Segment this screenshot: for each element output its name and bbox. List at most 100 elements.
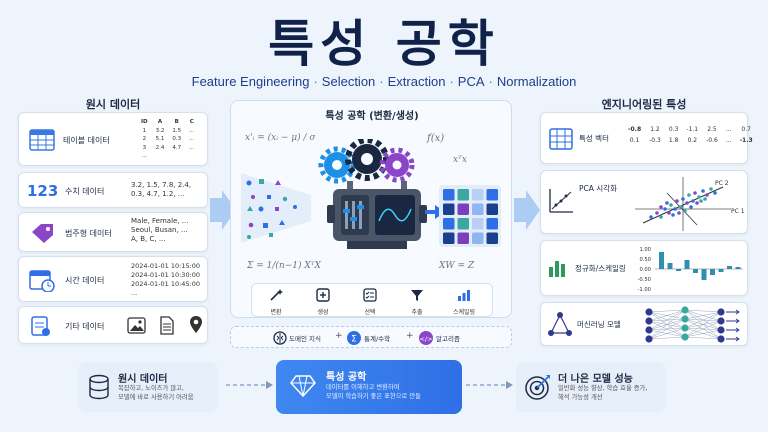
grid-cell bbox=[443, 232, 455, 244]
grid-icon bbox=[549, 128, 573, 150]
nn-output-arrow bbox=[726, 318, 740, 324]
scaling-bar bbox=[727, 266, 732, 269]
knowledge-row: 도메인 지식 + Σ 통계/수학 + </> 알고리즘 bbox=[230, 326, 512, 348]
nn-node bbox=[681, 324, 689, 332]
scaling-bar bbox=[701, 269, 707, 280]
feature-engineering-panel: 특성 공학 (변환/생성) x'ᵢ = (xᵢ − μ) / σ f(x) xᵀ… bbox=[230, 100, 512, 318]
pca-point bbox=[703, 197, 707, 201]
pca-point bbox=[687, 193, 691, 197]
plus-square-icon bbox=[316, 288, 330, 302]
tool-extract[interactable]: 추출 bbox=[397, 284, 437, 316]
nn-edge bbox=[684, 311, 722, 329]
table-icon bbox=[29, 129, 55, 151]
pca-point bbox=[659, 205, 663, 209]
feature-value: -0.3 bbox=[649, 137, 661, 144]
scatter-plot-icon bbox=[549, 189, 573, 213]
domain-knowledge-label: 도메인 지식 bbox=[289, 335, 321, 343]
fe-summary-title: 특성 공학 bbox=[326, 372, 367, 383]
feature-grid bbox=[439, 185, 501, 247]
nn-node bbox=[681, 333, 689, 341]
bar-chart-icon bbox=[458, 290, 470, 301]
document-gear-icon bbox=[31, 316, 50, 336]
grid-cell bbox=[457, 218, 469, 230]
covariance-formula: Σ = 1/(n−1) XᵀX bbox=[247, 261, 321, 271]
scaling-tick-label: 1.00 bbox=[639, 247, 651, 253]
ml-model-label: 머신러닝 모델 bbox=[577, 320, 621, 329]
filter-icon bbox=[411, 290, 423, 301]
scaling-bar bbox=[684, 260, 690, 269]
center-title: 특성 공학 (변환/생성) bbox=[325, 111, 419, 122]
feature-value: 0.3 bbox=[668, 126, 679, 133]
standardize-formula: x'ᵢ = (xᵢ − μ) / σ bbox=[245, 133, 316, 143]
pc1-label: PC 1 bbox=[731, 208, 745, 215]
performance-summary-title: 더 나은 모델 성능 bbox=[558, 374, 633, 385]
checklist-icon bbox=[363, 288, 377, 302]
scaling-tick-label: -0.50 bbox=[638, 277, 651, 283]
scaling-bars: 1.000.500.00-0.50-1.00 bbox=[638, 247, 743, 293]
grid-cell bbox=[486, 203, 498, 215]
nn-node bbox=[717, 308, 725, 316]
pca-point bbox=[679, 205, 683, 209]
tool-generate[interactable]: 생성 bbox=[303, 284, 343, 316]
grid-cell bbox=[472, 189, 484, 201]
subtitle-item: Extraction bbox=[387, 74, 446, 89]
pca-point bbox=[697, 195, 701, 199]
pca-point bbox=[669, 203, 673, 207]
other-data-card: 기타 데이터 bbox=[18, 306, 208, 344]
pca-point bbox=[689, 205, 693, 209]
scaling-bar bbox=[676, 269, 681, 271]
machine-icon bbox=[327, 181, 427, 249]
calendar-clock-icon bbox=[29, 270, 55, 292]
nn-node bbox=[717, 317, 725, 325]
nn-edge bbox=[648, 309, 686, 331]
nn-output-arrow bbox=[726, 309, 740, 315]
raw-summary-title: 원시 데이터 bbox=[118, 374, 168, 385]
tool-bar: 변환 생성 선택 추출 스케일링 bbox=[251, 283, 493, 317]
tool-transform[interactable]: 변환 bbox=[256, 284, 296, 316]
tool-select[interactable]: 선택 bbox=[350, 284, 390, 316]
pca-point bbox=[659, 215, 663, 219]
grid-cell bbox=[486, 232, 498, 244]
grid-cell bbox=[457, 189, 469, 201]
pca-point bbox=[701, 189, 705, 193]
performance-summary: 더 나은 모델 성능 일반화 성능 향상, 학습 효율 증가,해석 가능성 개선 bbox=[516, 362, 666, 412]
pca-point bbox=[667, 211, 671, 215]
pca-point bbox=[685, 201, 689, 205]
pca-point bbox=[671, 213, 675, 217]
sigma-icon: Σ bbox=[347, 331, 361, 345]
pca-point bbox=[655, 211, 659, 215]
pca-point bbox=[713, 191, 717, 195]
nn-node bbox=[645, 317, 653, 325]
feature-value: -1.3 bbox=[739, 137, 753, 144]
pca-point bbox=[649, 215, 653, 219]
nn-node bbox=[717, 326, 725, 334]
pca-point bbox=[693, 191, 697, 195]
engineered-features-title: 엔지니어링된 특성 bbox=[601, 98, 687, 111]
pca-point bbox=[665, 201, 669, 205]
pca-point bbox=[695, 201, 699, 205]
algorithm-label: 알고리즘 bbox=[436, 335, 460, 343]
stats-math-label: 통계/수학 bbox=[364, 335, 391, 343]
pca-point bbox=[691, 199, 695, 203]
tool-scaling[interactable]: 스케일링 bbox=[444, 284, 484, 316]
raw-shapes-funnel bbox=[241, 173, 311, 243]
pca-point bbox=[681, 197, 685, 201]
nn-edge bbox=[648, 309, 686, 340]
raw-data-title: 원시 데이터 bbox=[85, 98, 141, 111]
nn-edge bbox=[684, 309, 722, 313]
svg-text:Σ: Σ bbox=[351, 335, 357, 345]
scaling-bar bbox=[710, 269, 715, 275]
nn-node bbox=[717, 335, 725, 343]
subtitle-item: Normalization bbox=[496, 74, 577, 89]
pca-card: PCA 시각화 PC 2 PC 1 bbox=[540, 170, 748, 234]
categorical-data-card: 범주형 데이터 Male, Female, ...Seoul, Busan, .… bbox=[18, 212, 208, 252]
numeric-data-label: 수치 데이터 bbox=[65, 187, 105, 196]
transpose-formula: xᵀx bbox=[453, 155, 467, 165]
feature-value: 1.8 bbox=[668, 137, 679, 144]
grid-cell bbox=[443, 203, 455, 215]
pca-point bbox=[663, 207, 667, 211]
nn-edge bbox=[684, 336, 722, 340]
feature-value: ... bbox=[725, 137, 732, 144]
function-formula: f(x) bbox=[427, 133, 445, 144]
